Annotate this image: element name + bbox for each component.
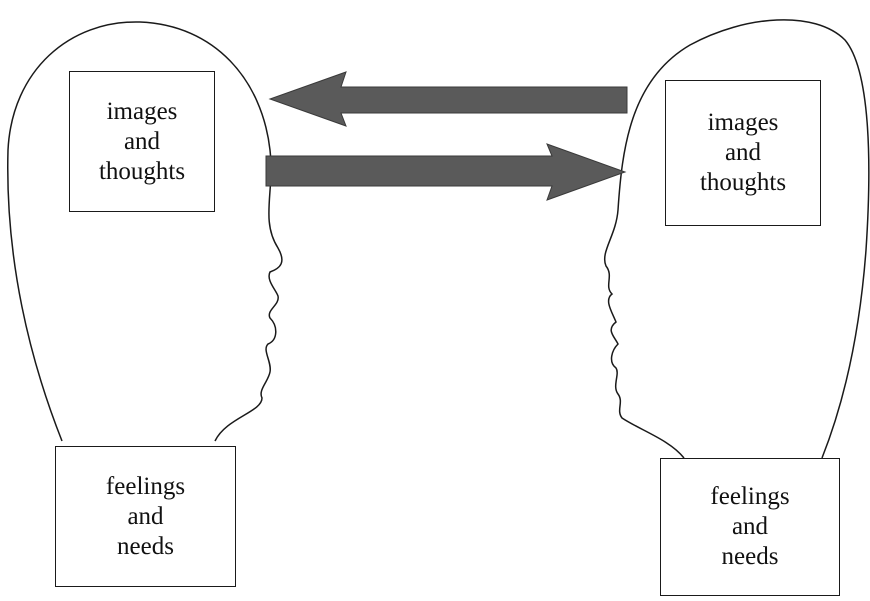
right-thoughts-line2: and	[724, 139, 762, 166]
arrow-left	[268, 71, 628, 127]
left-feelings-line2: and	[127, 502, 164, 530]
left-feelings-line3: needs	[117, 532, 174, 560]
right-thoughts-line1: images	[707, 109, 779, 136]
left-thoughts-box: images and thoughts	[69, 71, 215, 212]
left-thoughts-line3: thoughts	[98, 157, 186, 185]
right-thoughts-line3: thoughts	[699, 169, 787, 196]
right-feelings-line3: needs	[721, 543, 779, 570]
left-feelings-box: feelings and needs	[55, 446, 236, 587]
right-head-outline	[603, 19, 870, 459]
left-thoughts-line1: images	[106, 97, 178, 125]
left-feelings-line1: feelings	[105, 472, 186, 500]
right-feelings-line1: feelings	[710, 483, 790, 510]
right-feelings-box: feelings and needs	[660, 458, 840, 596]
arrow-right	[265, 143, 627, 201]
right-feelings-line2: and	[731, 513, 769, 540]
right-thoughts-box: images and thoughts	[665, 80, 821, 226]
left-head-outline	[7, 21, 283, 442]
left-thoughts-line2: and	[123, 127, 161, 155]
